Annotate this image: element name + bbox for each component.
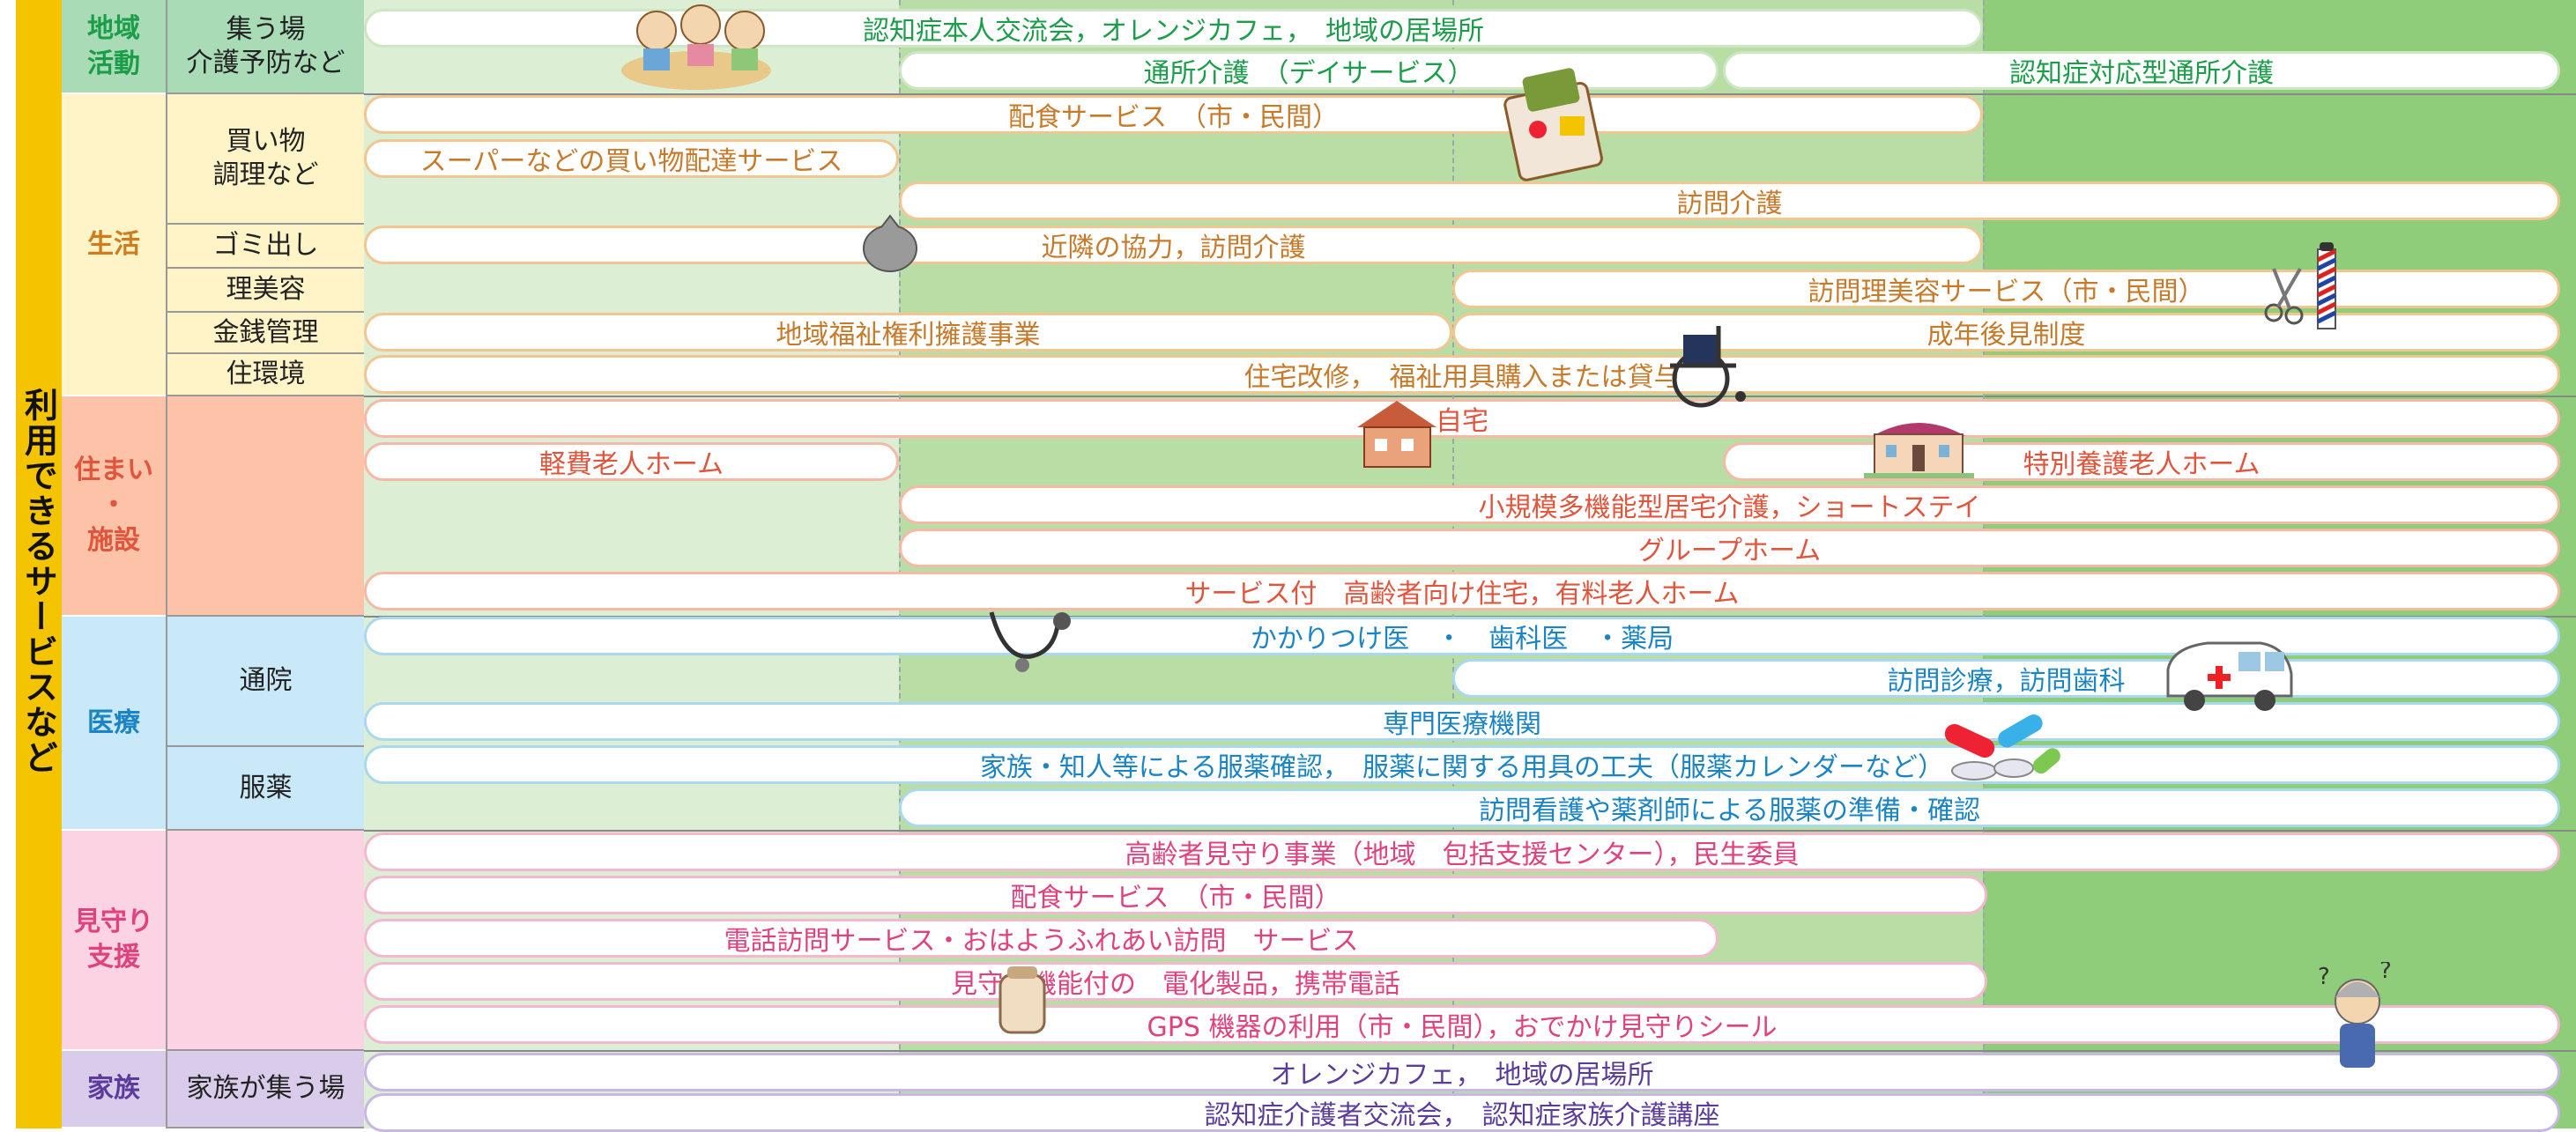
service-bar: GPS 機器の利用（市・民間），おでかけ見守りシール [364,1005,2560,1044]
service-bar: 家族・知人等による服薬確認， 服薬に関する用具の工夫（服薬カレンダーなど） [364,745,2560,784]
garbage-bag-icon [863,214,917,272]
category-family: 家族 [62,1051,166,1128]
confused-elder-icon: ? ? [2318,962,2392,1068]
category-medical: 医療 [62,617,166,831]
side-label: 利用できるサービスなど [19,388,58,775]
bento-icon [1503,68,1603,181]
svg-text:?: ? [2379,962,2392,984]
service-bar: 住宅改修， 福祉用具購入または貸与 [364,355,2560,394]
pills-icon [1944,714,2060,781]
service-bar: スーパーなどの買い物配達サービス [364,139,899,178]
scissors-icon [2264,267,2304,325]
elderly-group-icon [621,4,771,90]
service-bar: 認知症本人交流会，オレンジカフェ， 地域の居場所 [364,9,1983,48]
service-bar: サービス付 高齢者向け住宅，有料老人ホーム [364,572,2560,610]
service-bar: 電話訪問サービス・おはようふれあい訪問 サービス [364,919,1719,958]
service-bar: 自宅 [364,399,2560,438]
service-bar: 通所介護 （デイサービス） [899,51,1719,90]
service-bar: 認知症対応型通所介護 [1723,51,2560,90]
category-housing: 住まい ・ 施設 [62,396,166,617]
subcategory-2: ゴミ出し [166,225,364,269]
stethoscope-icon [989,611,1071,672]
nursing-home-icon [1864,423,1974,478]
service-bar: 配食サービス （市・民間） [364,876,1987,914]
service-bar: 特別養護老人ホーム [1723,442,2560,481]
subcategory-0: 集う場 介護予防など [166,0,364,94]
row-separator [364,830,2576,832]
service-bar: 高齢者見守り事業（地域 包括支援センター），民生委員 [364,832,2560,871]
service-bar: 認知症介護者交流会， 認知症家族介護講座 [364,1093,2560,1132]
subcategory-6: 通院 [166,617,364,747]
service-bar: 地域福祉権利擁護事業 [364,313,1452,351]
subcategory-empty [166,396,364,617]
service-bar: 訪問診療，訪問歯科 [1452,659,2560,698]
row-separator [364,1050,2576,1052]
subcategory-5: 住環境 [166,354,364,396]
side-band [16,0,62,1128]
service-bar: 配食サービス （市・民間） [364,95,1983,134]
service-bar: 成年後見制度 [1452,313,2560,351]
service-bar: 見守り機能付の 電化製品，携帯電話 [364,962,1987,1001]
subcategory-empty [166,831,364,1051]
service-bar: 小規模多機能型居宅介護，ショートステイ [899,485,2560,524]
service-bar: 軽費老人ホーム [364,442,899,481]
subcategory-4: 金銭管理 [166,313,364,354]
thermos-icon [998,966,1046,1034]
subcategory-7: 服薬 [166,747,364,831]
category-community: 地域 活動 [62,0,166,94]
row-separator [364,93,2576,95]
ambulance-icon [2166,641,2293,711]
stage-divider-1 [899,0,901,1128]
service-bar: 訪問理美容サービス（市・民間） [1452,270,2560,308]
subcategory-8: 家族が集う場 [166,1051,364,1128]
subcategory-3: 理美容 [166,269,364,313]
category-life: 生活 [62,94,166,396]
subcategory-1: 買い物 調理など [166,94,364,225]
service-bar: 近隣の協力，訪問介護 [364,226,1983,264]
service-bar: 訪問看護や薬剤師による服薬の準備・確認 [899,788,2560,827]
house-icon [1357,401,1436,468]
service-bar: グループホーム [899,529,2560,567]
wheelchair-icon [1670,326,1746,408]
row-separator [364,396,2576,397]
barber-pole-icon [2316,242,2337,329]
svg-text:?: ? [2318,964,2330,990]
service-bar: 訪問介護 [899,181,2560,220]
service-bar: オレンジカフェ， 地域の居場所 [364,1053,2560,1091]
category-watch: 見守り 支援 [62,831,166,1051]
